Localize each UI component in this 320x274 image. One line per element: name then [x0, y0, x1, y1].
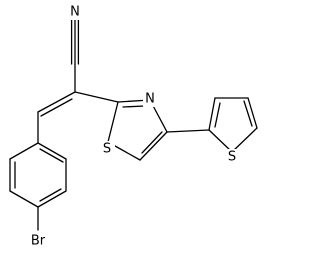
thiophene-c5-c4-inner	[243, 100, 253, 127]
bonds	[9, 19, 258, 231]
thiophene-c5-c4	[247, 97, 258, 129]
molecule-structure: N N S S Br	[9, 4, 258, 250]
thiophene-c2-s1	[208, 129, 233, 153]
thiophene-c3-c2	[208, 97, 216, 131]
atom-thiazole-n: N	[143, 91, 158, 107]
atom-label-nitrile-n: N	[70, 5, 80, 20]
atom-nitrile-n: N	[67, 4, 83, 20]
thiazole-c2-s1	[107, 101, 119, 143]
phenyl-bond-4	[9, 190, 39, 208]
thiophene-s1-c5	[231, 127, 258, 153]
thiophene-c3-c2-inner	[214, 102, 221, 128]
atom-label-thiazole-s: S	[103, 142, 111, 157]
atom-thiazole-s: S	[100, 141, 115, 157]
thiazole-n3-c2-inner	[122, 105, 146, 108]
thiazole-c5-c4-inner	[141, 131, 163, 154]
atom-bromine: Br	[26, 232, 51, 250]
thiazole-c5-c4	[139, 131, 168, 161]
phenyl-bond-3	[37, 190, 67, 208]
vinyl-double-bond-1	[37, 91, 76, 113]
phenyl-bond-6	[9, 142, 39, 160]
atom-label-bromine: Br	[31, 234, 46, 249]
bond-thiazole-thiophene	[166, 129, 210, 133]
atom-thiophene-s: S	[225, 149, 240, 165]
bond-alpha-thiazole	[74, 91, 119, 103]
phenyl-bond-1-inner	[39, 148, 64, 163]
phenyl-bond-3-inner	[39, 188, 62, 202]
atom-label-thiophene-s: S	[228, 150, 236, 165]
atom-label-thiazole-n: N	[145, 92, 155, 107]
phenyl-bond-1	[37, 142, 67, 160]
vinyl-double-bond-2	[40, 98, 73, 117]
atom-labels: N N S S Br	[26, 4, 240, 250]
